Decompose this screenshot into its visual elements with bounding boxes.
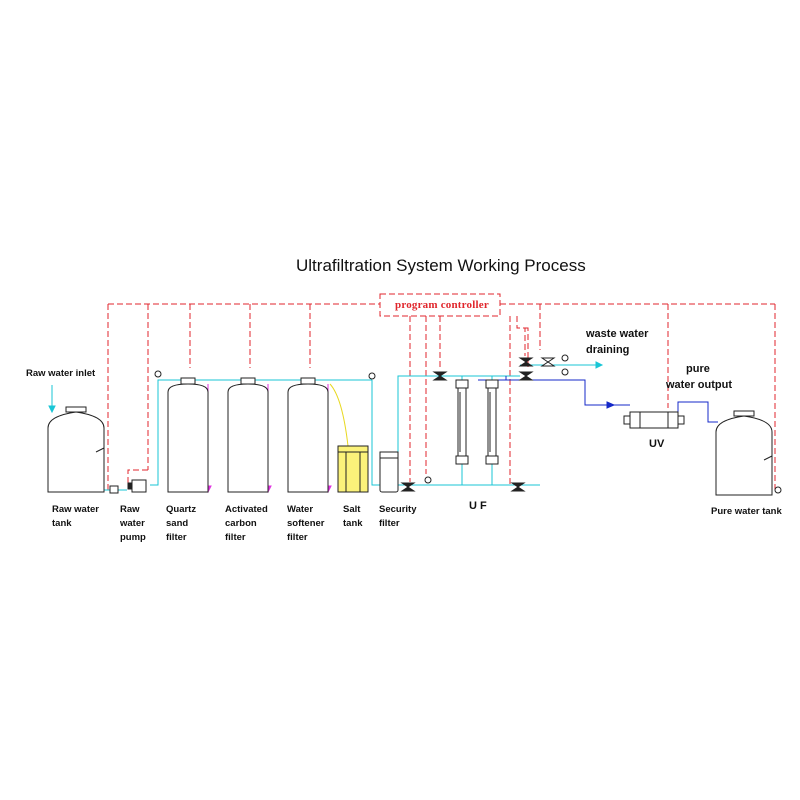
quartz-sand-filter-vessel xyxy=(154,370,209,493)
label-line: water output xyxy=(666,378,732,391)
diagram-title: Ultrafiltration System Working Process xyxy=(296,256,586,275)
uv-sterilizer xyxy=(623,411,685,429)
label-line: pump xyxy=(120,531,146,543)
program-controller-label: program controller xyxy=(395,299,489,311)
label-pure-water-output: pure water output xyxy=(666,362,732,394)
label-line: Raw water xyxy=(52,504,99,515)
pure-water-tank xyxy=(715,410,782,496)
label-waste-water-draining: waste water draining xyxy=(586,327,648,359)
label-raw-water-tank: Raw water tank xyxy=(52,503,99,531)
label-quartz-sand-filter: Quartz sand filter xyxy=(166,503,196,544)
label-water-softener-filter: Water softener filter xyxy=(287,503,324,544)
label-line: tank xyxy=(52,517,72,529)
label-line: Salt xyxy=(343,504,361,515)
raw-water-pump xyxy=(109,479,147,494)
salt-tank xyxy=(337,445,369,493)
security-filter xyxy=(379,451,399,493)
label-salt-tank: Salt tank xyxy=(343,503,363,531)
label-line: Water xyxy=(287,504,314,515)
label-line: draining xyxy=(586,343,630,356)
label-line: Activated xyxy=(225,504,268,515)
label-line: Raw xyxy=(120,504,140,515)
control-lines xyxy=(107,303,776,490)
label-line: carbon xyxy=(225,517,257,529)
label-activated-carbon-filter: Activated carbon filter xyxy=(225,503,268,544)
label-raw-water-pump: Raw water pump xyxy=(120,503,146,544)
label-line: sand xyxy=(166,517,189,529)
program-controller-box xyxy=(379,293,501,317)
label-security-filter: Security filter xyxy=(379,503,417,531)
label-pure-water-tank: Pure water tank xyxy=(711,506,782,517)
label-line: Security xyxy=(379,504,417,515)
label-raw-water-inlet-text: Raw water inlet xyxy=(26,368,96,379)
label-line: filter xyxy=(287,531,308,543)
label-line: filter xyxy=(225,531,246,543)
label-line: tank xyxy=(343,517,363,529)
label-line: Quartz xyxy=(166,504,197,515)
brine-line xyxy=(329,383,349,447)
label-line: softener xyxy=(287,517,325,529)
label-line: filter xyxy=(166,531,187,543)
activated-carbon-filter-vessel xyxy=(227,377,269,493)
valves xyxy=(400,354,569,492)
water-softener-filter-vessel xyxy=(287,372,376,493)
uf-membranes xyxy=(455,379,499,465)
label-line: water xyxy=(120,517,145,529)
label-raw-water-inlet: Raw water inlet xyxy=(26,367,95,381)
label-line: filter xyxy=(379,517,400,529)
label-uf: U F xyxy=(469,500,487,512)
label-uv: UV xyxy=(649,438,665,450)
label-line: waste water xyxy=(586,328,649,340)
raw-water-tank xyxy=(47,406,105,493)
label-line: pure xyxy=(686,363,710,375)
